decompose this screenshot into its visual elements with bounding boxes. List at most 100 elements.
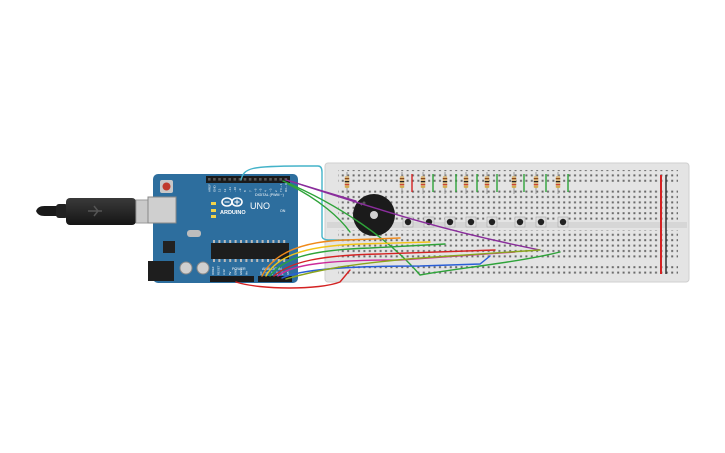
digital-pin-socket[interactable] <box>248 178 252 181</box>
chip-pin <box>245 259 248 262</box>
wire-red-2[interactable] <box>273 249 496 277</box>
digital-pin-label: GND <box>213 185 217 193</box>
pushbutton[interactable] <box>535 216 547 228</box>
digital-pin-socket[interactable] <box>223 178 226 181</box>
digital-pin-socket[interactable] <box>279 178 282 181</box>
digital-pin-label: ~9 <box>238 188 242 192</box>
digital-label: DIGITAL (PWM ~) <box>255 193 284 197</box>
dc-power-jack <box>148 261 174 281</box>
resistor[interactable] <box>463 172 469 194</box>
arduino-uno-board[interactable]: ARDUINO UNO DIGITAL (PWM ~) ON POWER ANA… <box>147 174 298 283</box>
digital-pin-label: TX→1 <box>279 183 283 192</box>
digital-pin-label: ~3 <box>269 188 273 192</box>
resistor[interactable] <box>555 172 561 194</box>
digital-pin-socket[interactable] <box>264 178 267 181</box>
digital-pin-socket[interactable] <box>213 178 216 181</box>
chip-pin <box>234 259 237 262</box>
chip-pin <box>218 240 221 243</box>
chip-pin <box>256 259 259 262</box>
chip-pin <box>218 259 221 262</box>
piezo-buzzer[interactable]: + <box>353 194 395 236</box>
wire-green-2[interactable] <box>287 183 351 233</box>
power-pin-label: IOREF <box>211 266 215 275</box>
power-pin-label: GND <box>233 269 237 275</box>
digital-pin-label: ~6 <box>253 188 257 192</box>
digital-pin-label: 4 <box>264 190 268 192</box>
pushbutton-group[interactable] <box>402 216 569 228</box>
digital-pin-socket[interactable] <box>259 178 262 181</box>
on-label: ON <box>280 209 286 213</box>
arduino-infinity-logo-icon <box>221 197 243 207</box>
digital-pin-label: ~10 <box>233 187 237 192</box>
resistor[interactable] <box>399 172 405 194</box>
digital-pin-label: 8 <box>243 190 247 192</box>
model-label: UNO <box>250 201 270 211</box>
digital-pin-socket[interactable] <box>269 178 272 181</box>
digital-pin-socket[interactable] <box>274 178 277 181</box>
wire-yellow[interactable] <box>265 241 431 277</box>
chip-pin <box>213 259 215 262</box>
pushbutton[interactable] <box>486 216 498 228</box>
digital-pin-socket[interactable] <box>218 178 221 181</box>
digital-pin-socket[interactable] <box>284 178 288 181</box>
digital-pin-socket[interactable] <box>208 178 211 181</box>
chip-pin <box>261 240 264 243</box>
wire-group[interactable] <box>235 165 561 289</box>
resistor[interactable] <box>420 172 426 194</box>
pushbutton[interactable] <box>444 216 456 228</box>
digital-header <box>206 176 290 183</box>
digital-pin-socket[interactable] <box>253 178 257 181</box>
chip-pin <box>272 240 275 243</box>
wire-blue[interactable] <box>281 255 491 279</box>
digital-pin-socket[interactable] <box>243 178 247 181</box>
analog-pin-label: A1 <box>264 271 268 275</box>
chip-pin <box>234 240 237 243</box>
digital-pin-label: 13 <box>218 188 222 192</box>
wire-olive[interactable] <box>285 249 541 280</box>
digital-pin-socket[interactable] <box>233 178 237 181</box>
capacitor-1 <box>179 261 193 275</box>
wire-cyan[interactable] <box>240 165 351 241</box>
resistor[interactable] <box>344 172 350 194</box>
chip-pin <box>223 259 226 262</box>
chip-pin <box>250 240 253 243</box>
chip-pin <box>283 259 286 262</box>
resistor[interactable] <box>533 172 539 194</box>
resistor[interactable] <box>511 172 517 194</box>
power-pin-label: 5V <box>228 271 232 275</box>
reset-button-cap[interactable] <box>162 182 171 191</box>
chip-pin <box>261 259 264 262</box>
crystal <box>187 230 201 237</box>
resistor[interactable] <box>484 172 490 194</box>
chip-pin <box>267 240 269 243</box>
wire-purple-2[interactable] <box>289 180 541 251</box>
power-header <box>210 276 254 282</box>
pushbutton[interactable] <box>402 216 414 228</box>
pushbutton[interactable] <box>465 216 477 228</box>
power-pin-label: GND <box>239 269 243 275</box>
resistor[interactable] <box>442 172 448 194</box>
wire-green-long[interactable] <box>282 180 561 276</box>
chip-pin <box>240 240 242 243</box>
chip-pin <box>213 240 215 243</box>
wire-green-3[interactable] <box>269 243 446 277</box>
chip-pin <box>240 259 242 262</box>
pushbutton[interactable] <box>557 216 569 228</box>
usb-port <box>147 196 177 224</box>
power-label: POWER <box>232 267 246 271</box>
digital-pin-label: ~5 <box>259 188 263 192</box>
capacitor-2 <box>196 261 210 275</box>
usb-cable[interactable] <box>36 198 159 225</box>
digital-pins[interactable] <box>208 178 288 181</box>
wire-orange[interactable] <box>261 237 401 277</box>
bottom-power-rail <box>338 264 678 276</box>
analog-pin-label: A0 <box>259 271 263 275</box>
wire-red[interactable] <box>235 269 351 289</box>
digital-pin-socket[interactable] <box>228 178 231 181</box>
atmega-chip <box>211 243 289 259</box>
power-pin-label: Vin <box>245 271 249 275</box>
pushbutton[interactable] <box>514 216 526 228</box>
analog-header <box>258 276 292 282</box>
digital-pin-socket[interactable] <box>238 178 242 181</box>
